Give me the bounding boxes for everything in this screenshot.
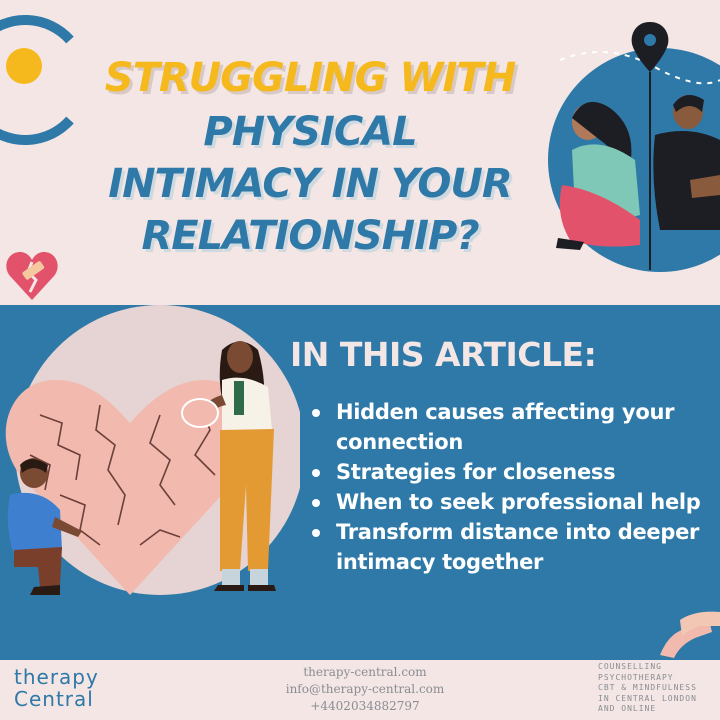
contact-info: therapy-central.com info@therapy-central… <box>240 664 490 715</box>
bullet-text: Strategies for closeness <box>336 460 616 484</box>
list-item: When to seek professional help <box>310 487 710 517</box>
service-line: IN CENTRAL LONDON <box>598 693 697 703</box>
decorative-arc <box>0 15 74 145</box>
footer: therapy Central therapy-central.com info… <box>0 660 720 720</box>
services-list: COUNSELLING PSYCHOTHERAPY CBT & MINDFULN… <box>598 662 718 715</box>
bullet-dot <box>312 529 320 537</box>
service-line: AND ONLINE <box>598 704 657 713</box>
bullet-text: When to seek professional help <box>336 490 701 514</box>
service-line: CBT & MINDFULNESS <box>598 683 697 692</box>
man-figure <box>653 95 720 230</box>
bullet-text: Hidden causes affecting your connection <box>336 400 675 454</box>
hero-section: STRUGGLING WITH PHYSICAL INTIMACY IN YOU… <box>0 0 720 305</box>
heart-piece <box>181 398 219 428</box>
map-pin-icon <box>631 22 669 270</box>
holding-hands-illustration <box>660 611 720 658</box>
bullet-text: Transform distance into deeper intimacy … <box>336 520 700 574</box>
bullet-dot <box>312 409 320 417</box>
cracked-heart <box>5 380 253 595</box>
headline-line-4: RELATIONSHIP? <box>141 213 479 259</box>
sun-dot <box>6 48 42 84</box>
headline: STRUGGLING WITH PHYSICAL INTIMACY IN YOU… <box>70 58 550 256</box>
brand-logo[interactable]: therapy Central <box>14 666 99 710</box>
heart-cracks <box>29 404 216 546</box>
heart-repair-illustration <box>5 305 300 595</box>
email-link[interactable]: info@therapy-central.com <box>285 682 445 696</box>
article-section: IN THIS ARTICLE: Hidden causes affecting… <box>0 305 720 660</box>
bullet-dot <box>312 469 320 477</box>
headline-line-3: INTIMACY IN YOUR <box>108 161 512 207</box>
list-item: Strategies for closeness <box>310 457 710 487</box>
broken-heart-icon <box>6 252 58 300</box>
list-item: Hidden causes affecting your connection <box>310 397 710 457</box>
man-painting-figure <box>7 458 82 595</box>
woman-figure <box>556 101 640 250</box>
headline-line-1: STRUGGLING WITH <box>104 55 516 101</box>
logo-line-1: therapy <box>14 665 99 689</box>
phone-number[interactable]: +4402034882797 <box>310 699 420 713</box>
list-item: Transform distance into deeper intimacy … <box>310 517 710 577</box>
article-bullet-list: Hidden causes affecting your connection … <box>310 397 710 577</box>
website-link[interactable]: therapy-central.com <box>303 665 427 679</box>
bullet-dot <box>312 499 320 507</box>
headline-line-2: PHYSICAL <box>203 109 417 155</box>
article-title: IN THIS ARTICLE: <box>290 335 597 374</box>
hero-decorations <box>0 15 720 300</box>
service-line: PSYCHOTHERAPY <box>598 672 674 682</box>
logo-line-2: Central <box>14 687 94 711</box>
service-line: COUNSELLING <box>598 662 662 671</box>
